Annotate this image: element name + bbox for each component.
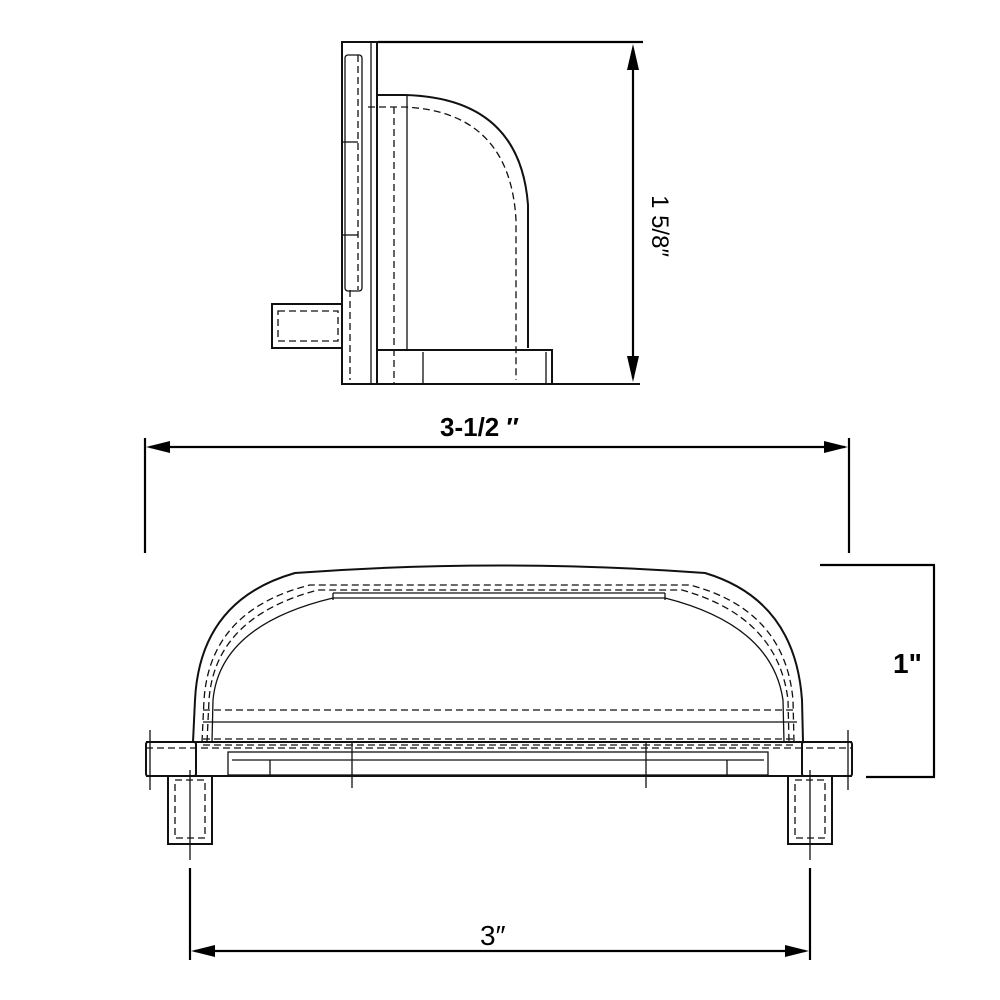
- hole-spacing-dimension-label: 3″: [480, 920, 506, 951]
- side-height-dimension-label: 1 5/8″: [645, 195, 673, 257]
- projection-dimension-label: 1": [893, 648, 922, 679]
- side-view: [271, 40, 643, 385]
- front-view: [143, 438, 936, 960]
- overall-length-dimension-label: 3-1/2 ″: [440, 412, 519, 442]
